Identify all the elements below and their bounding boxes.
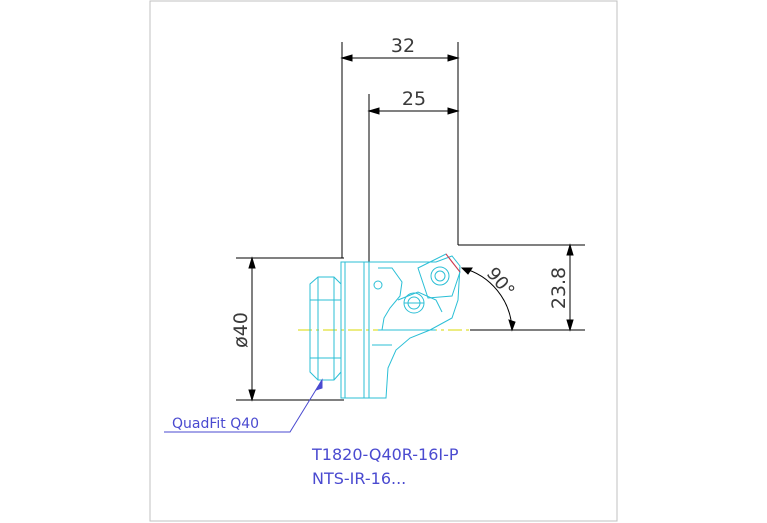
dimension-angle-90 (460, 267, 516, 332)
dimension-width-25 (367, 94, 460, 262)
dimension-label-25: 25 (402, 88, 426, 110)
dimension-label-23-8: 23.8 (548, 267, 570, 309)
dimension-width-32 (340, 42, 460, 258)
clamp-screw (403, 292, 425, 314)
dimension-height-23-8 (470, 243, 585, 332)
dimension-diameter-40 (236, 256, 344, 402)
callout-label: QuadFit Q40 (172, 416, 259, 432)
quadfit-adapter (309, 261, 370, 399)
part-number: T1820-Q40R-16I-P (311, 445, 459, 464)
dimension-label-diameter: ø40 (230, 312, 252, 348)
dimension-label-32: 32 (391, 35, 415, 57)
callout-leader (164, 378, 323, 433)
threading-insert (417, 253, 461, 299)
screw-hole (373, 280, 383, 290)
insert-code: NTS-IR-16... (312, 469, 406, 488)
drawing-frame (149, 0, 618, 522)
